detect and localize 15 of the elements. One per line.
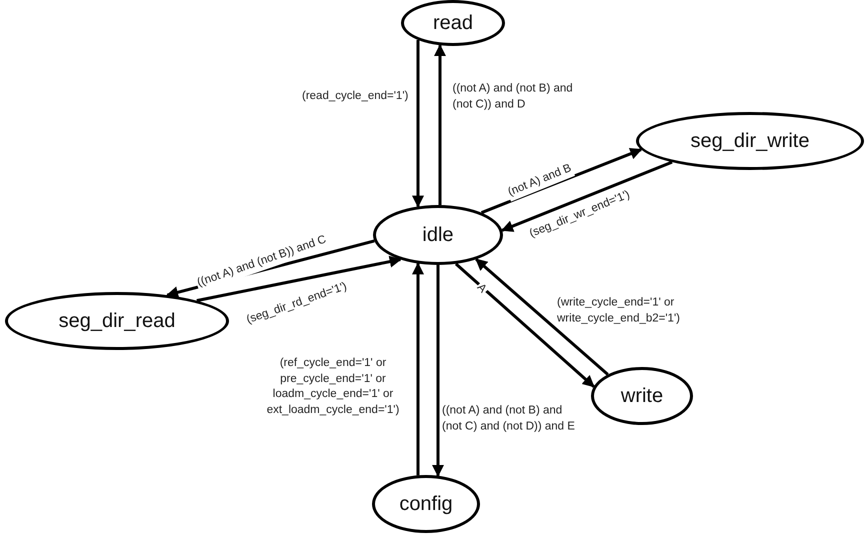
transition-arrow: [412, 262, 424, 476]
transition-arrow: [412, 40, 424, 208]
state-name: read: [432, 12, 474, 34]
transition-arrow: [501, 160, 673, 232]
transition-arrow: [454, 262, 595, 388]
transition-arrow: [475, 258, 609, 376]
state-name: seg_dir_write: [690, 130, 810, 152]
transition-arrow: [480, 148, 642, 214]
state-name: idle: [422, 224, 454, 246]
state-name: write: [620, 384, 664, 408]
state-name: config: [399, 492, 453, 516]
transition-arrow: [434, 44, 446, 206]
transition-arrow: [196, 256, 402, 302]
transition-arrow: [432, 265, 444, 477]
state-name: seg_dir_read: [58, 310, 176, 332]
